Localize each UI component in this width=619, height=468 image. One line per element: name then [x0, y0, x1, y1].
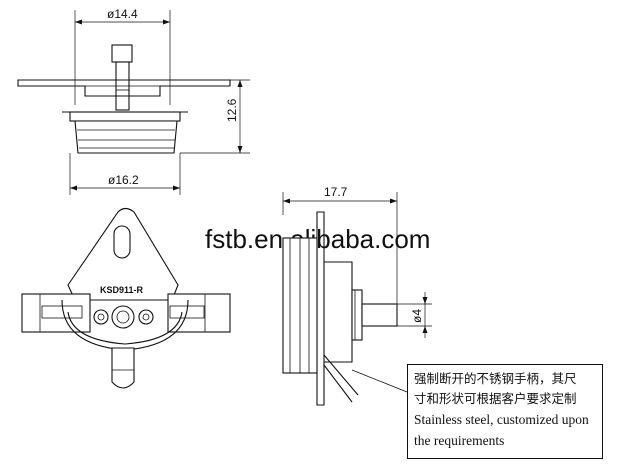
note-cn-line-1: 强制断开的不锈钢手柄，其尺 — [414, 371, 577, 386]
side-view: 17.7 ø4 — [282, 185, 432, 406]
dim-base-width: ø16.2 — [108, 173, 139, 187]
dim-height: 12.6 — [225, 98, 239, 122]
note-en-text: Stainless steel, customized upon the req… — [414, 412, 589, 448]
dim-side-length: 17.7 — [324, 185, 348, 199]
watermark-text: fstb.en.alibaba.com — [205, 224, 430, 254]
front-view: KSD911-R — [21, 207, 231, 389]
note-cn-line-2: 寸和形状可根据客户要求定制 — [414, 391, 577, 406]
customization-note: 强制断开的不锈钢手柄，其尺 寸和形状可根据客户要求定制 Stainless st… — [407, 364, 603, 459]
top-side-view: ø14.4 12.6 ø16.2 — [17, 7, 250, 195]
part-number-label: KSD911-R — [100, 285, 144, 295]
dim-pin-diameter: ø4 — [410, 309, 424, 323]
dim-top-width: ø14.4 — [107, 7, 138, 21]
